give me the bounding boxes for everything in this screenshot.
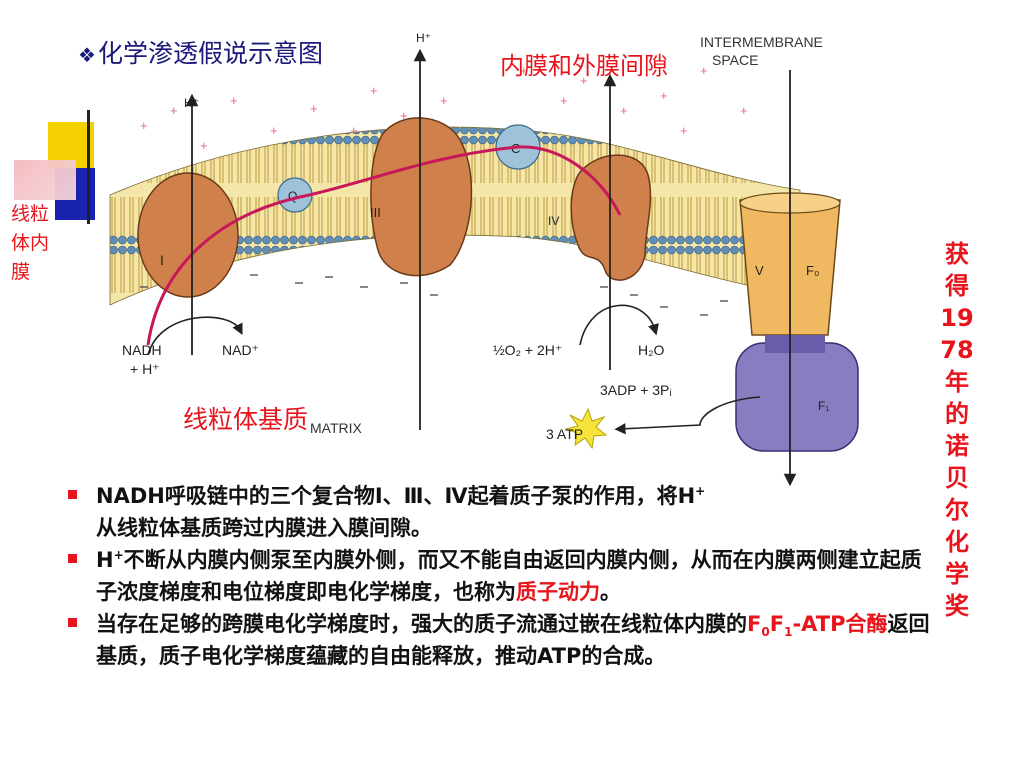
nadh-arrow xyxy=(147,316,243,356)
svg-text:+: + xyxy=(140,118,148,133)
atp-synthase-v-label: V xyxy=(755,263,764,278)
h2o-label: H₂O xyxy=(638,342,665,358)
deco-pink-square xyxy=(14,160,76,200)
complex-i-label: I xyxy=(160,252,164,268)
bullet-item-3: 当存在足够的跨膜电化学梯度时，强大的质子流通过嵌在线粒体内膜的F0F1-ATP合… xyxy=(68,608,930,672)
bullet-item-2: H+不断从内膜内侧泵至内膜外侧，而又不能自由返回内膜内侧，从而在内膜两侧建立起质… xyxy=(68,544,930,608)
intermembrane-en-2: SPACE xyxy=(712,52,758,68)
minus-signs xyxy=(140,274,728,316)
complex-iii-label: III xyxy=(370,205,381,220)
nad-label: NAD⁺ xyxy=(222,342,259,358)
chemiosmosis-diagram: +++ +++ +++ +++ +++ +++ I Q III C IV V F… xyxy=(109,31,859,487)
o2-label: ½O₂ + 2H⁺ xyxy=(493,342,562,358)
svg-text:+: + xyxy=(350,123,358,138)
matrix-en-label: MATRIX xyxy=(310,420,363,436)
complex-iv-label: IV xyxy=(548,214,559,228)
atp-star-icon xyxy=(564,407,608,450)
svg-text:+: + xyxy=(170,103,178,118)
svg-text:+: + xyxy=(370,83,378,98)
carrier-q-label: Q xyxy=(288,189,297,203)
intermembrane-space-label: 内膜和外膜间隙 xyxy=(500,52,668,80)
matrix-label: 线粒体基质 xyxy=(183,405,309,434)
svg-text:+: + xyxy=(580,73,588,88)
svg-text:+: + xyxy=(230,93,238,108)
nobel-prize-label: 获得 19 78 年的诺贝尔化学奖 xyxy=(940,240,974,620)
complex-i xyxy=(137,172,239,298)
intermembrane-en-1: INTERMEMBRANE xyxy=(700,34,823,50)
atp-synthase-highlight: F0F1-ATP合酶 xyxy=(747,612,888,640)
proton-pump-arrows xyxy=(185,48,797,487)
svg-text:+: + xyxy=(560,93,568,108)
svg-text:+: + xyxy=(310,101,318,116)
oxygen-arrow xyxy=(579,304,659,346)
page-title: ❖化学渗透假说示意图 xyxy=(78,39,323,68)
deco-vertical-line xyxy=(87,110,90,224)
f1-label: F₁ xyxy=(818,399,829,413)
svg-text:+: + xyxy=(620,103,628,118)
svg-text:+: + xyxy=(400,108,408,123)
nadh-h-label: + H⁺ xyxy=(130,361,160,377)
atp-arrow xyxy=(614,396,761,435)
svg-text:+: + xyxy=(740,103,748,118)
svg-text:+: + xyxy=(270,123,278,138)
h-plus-label-2: H⁺ xyxy=(416,31,431,45)
adp-label: 3ADP + 3Pᵢ xyxy=(600,382,672,398)
svg-text:+: + xyxy=(520,63,528,78)
bullet-list: NADH呼吸链中的三个复合物Ⅰ、Ⅲ、Ⅳ起着质子泵的作用，将H+从线粒体基质跨过内… xyxy=(68,480,930,672)
svg-text:+: + xyxy=(680,123,688,138)
bullet-item-1: NADH呼吸链中的三个复合物Ⅰ、Ⅲ、Ⅳ起着质子泵的作用，将H+从线粒体基质跨过内… xyxy=(68,480,930,544)
svg-text:+: + xyxy=(660,88,668,103)
f0-label: F₀ xyxy=(806,263,819,278)
plus-signs: + + + + + + + + + + + + + + + + + + xyxy=(140,63,748,153)
h-plus-label-1: H⁺ xyxy=(184,96,199,110)
svg-text:+: + xyxy=(700,63,708,78)
atp-label: 3 ATP xyxy=(546,426,583,442)
svg-text:+: + xyxy=(200,138,208,153)
complex-iii xyxy=(370,117,473,277)
nadh-label: NADH xyxy=(122,342,162,358)
inner-membrane-label: 线粒体内膜 xyxy=(11,203,50,283)
svg-text:+: + xyxy=(440,93,448,108)
title-marker-icon: ❖ xyxy=(78,43,96,67)
